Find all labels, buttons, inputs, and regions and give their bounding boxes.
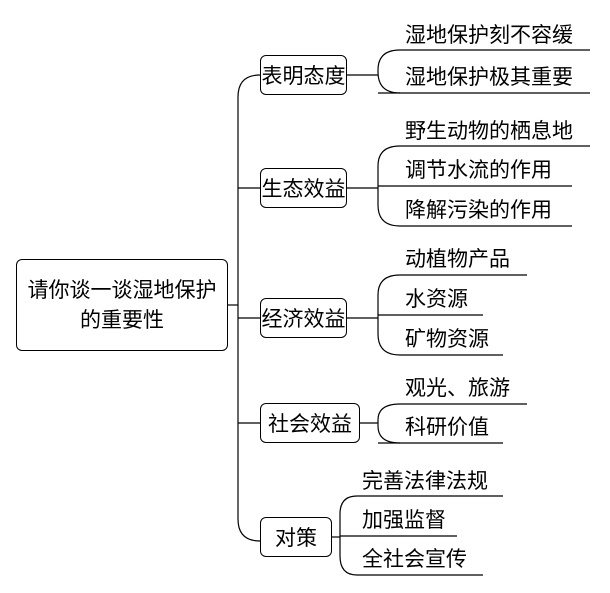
- leaf-item: 湿地保护刻不容缓: [405, 23, 573, 47]
- leaf-item: 完善法律法规: [362, 469, 488, 493]
- category-node: 生态效益: [260, 168, 347, 208]
- category-node: 表明态度: [260, 55, 347, 95]
- category-label: 社会效益: [268, 412, 352, 436]
- category-label: 生态效益: [261, 177, 346, 201]
- leaf-item: 湿地保护极其重要: [405, 65, 573, 89]
- category-node: 经济效益: [260, 298, 347, 338]
- leaf-item: 水资源: [405, 287, 468, 311]
- leaf-item: 调节水流的作用: [405, 158, 552, 182]
- leaf-item: 矿物资源: [405, 327, 489, 351]
- root-node: 请你谈一谈湿地保护的重要性: [16, 259, 228, 351]
- bracket-line: [339, 495, 358, 576]
- root-text: 请你谈一谈湿地保护的重要性: [27, 278, 217, 332]
- leaf-item: 科研价值: [405, 415, 489, 439]
- category-label: 对策: [275, 526, 317, 550]
- trunk-line: [237, 74, 261, 542]
- leaf-item: 野生动物的栖息地: [405, 119, 573, 143]
- category-label: 经济效益: [261, 307, 346, 331]
- leaf-item: 观光、旅游: [405, 376, 510, 400]
- leaf-item: 动植物产品: [405, 247, 510, 271]
- category-node: 社会效益: [260, 403, 360, 443]
- bracket-line: [377, 403, 401, 444]
- leaf-item: 全社会宣传: [362, 547, 467, 571]
- leaf-item: 降解污染的作用: [405, 198, 552, 222]
- leaf-item: 加强监督: [362, 508, 446, 532]
- category-node: 对策: [260, 517, 332, 557]
- category-label: 表明态度: [261, 64, 346, 88]
- bracket-line: [377, 49, 401, 94]
